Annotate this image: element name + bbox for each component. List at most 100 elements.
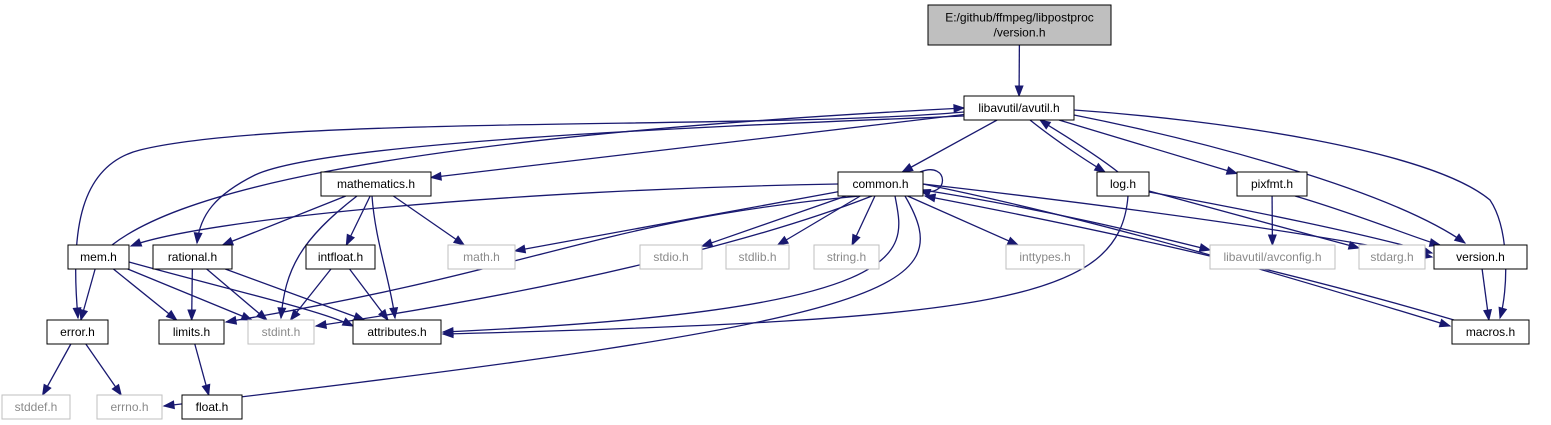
node-string[interactable]: string.h xyxy=(813,244,880,270)
node-box xyxy=(320,171,432,197)
arrow-head xyxy=(513,244,527,254)
node-errno[interactable]: errno.h xyxy=(96,394,163,420)
arrow-head xyxy=(1225,166,1239,175)
arrow-head xyxy=(429,171,442,181)
arrow-head xyxy=(1014,85,1024,98)
edge-mem-to-attributes xyxy=(128,261,355,327)
edge-intfloat-to-attributes xyxy=(349,268,389,322)
node-box xyxy=(1,394,71,420)
edge-common-to-avconfig xyxy=(922,189,1212,252)
arrow-head xyxy=(700,238,714,248)
node-macros[interactable]: macros.h xyxy=(1451,319,1530,345)
arrow-head xyxy=(289,308,301,322)
node-attributes[interactable]: attributes.h xyxy=(352,319,442,345)
node-log[interactable]: log.h xyxy=(1096,171,1150,197)
node-label: inttypes.h xyxy=(1019,250,1070,264)
node-label: stdlib.h xyxy=(738,250,776,264)
node-version_pp[interactable]: E:/github/ffmpeg/libpostproc/version.h xyxy=(927,4,1112,46)
node-label: version.h xyxy=(1456,250,1505,264)
arrow-head xyxy=(1038,119,1052,130)
edge-mathematics-to-rational xyxy=(221,195,347,246)
arrow-head xyxy=(1483,308,1492,322)
edge-common-to-macros xyxy=(922,183,1452,328)
node-label: mem.h xyxy=(80,250,117,264)
arrow-head xyxy=(165,309,178,321)
edge-version_pp-to-avutil xyxy=(1014,44,1024,98)
edge-avutil-to-version xyxy=(1073,114,1467,244)
arrow-head xyxy=(953,104,966,114)
node-label: stdarg.h xyxy=(1370,250,1413,264)
node-box xyxy=(305,244,376,270)
node-mathematics[interactable]: mathematics.h xyxy=(320,171,432,197)
node-mem[interactable]: mem.h xyxy=(67,244,130,270)
node-stdlib[interactable]: stdlib.h xyxy=(725,244,790,270)
arrow-head xyxy=(1267,234,1277,247)
arrow-head xyxy=(1347,240,1361,250)
node-label: log.h xyxy=(1110,177,1136,191)
node-box xyxy=(1096,171,1150,197)
node-label: attributes.h xyxy=(367,325,426,339)
node-label: stddef.h xyxy=(15,400,58,414)
node-label: intfloat.h xyxy=(318,250,363,264)
node-stdarg[interactable]: stdarg.h xyxy=(1358,244,1426,270)
arrow-head xyxy=(345,233,355,247)
node-math[interactable]: math.h xyxy=(447,244,516,270)
edge-avutil-to-error xyxy=(72,111,965,320)
edge-rational-to-attributes xyxy=(224,268,366,321)
node-box xyxy=(181,394,243,420)
node-box xyxy=(447,244,516,270)
node-label: common.h xyxy=(852,177,908,191)
edge-avutil-to-common xyxy=(901,119,998,173)
edge-mem-to-error xyxy=(79,268,96,322)
node-box xyxy=(352,319,442,345)
arrow-head xyxy=(221,236,235,246)
node-error[interactable]: error.h xyxy=(46,319,109,345)
node-common[interactable]: common.h xyxy=(837,171,924,197)
edge-log-to-attributes xyxy=(441,195,1129,339)
node-avutil[interactable]: libavutil/avutil.h xyxy=(963,95,1075,121)
node-label: rational.h xyxy=(168,250,217,264)
arrow-head xyxy=(1198,243,1212,252)
edge-common-to-string xyxy=(851,195,876,247)
node-label: limits.h xyxy=(173,325,210,339)
node-float[interactable]: float.h xyxy=(181,394,243,420)
node-box xyxy=(1209,244,1336,270)
arrow-head xyxy=(776,235,790,246)
arrow-head xyxy=(224,315,238,325)
node-label: libavutil/avutil.h xyxy=(978,101,1059,115)
arrow-head xyxy=(129,238,143,247)
edge-mem-to-limits xyxy=(112,268,178,321)
node-stdio[interactable]: stdio.h xyxy=(639,244,703,270)
edge-mem-to-stdint xyxy=(127,268,254,321)
node-rational[interactable]: rational.h xyxy=(152,244,233,270)
arrow-head xyxy=(1453,233,1467,244)
edge-error-to-stddef xyxy=(41,343,72,397)
node-box xyxy=(1451,319,1530,345)
node-pixfmt[interactable]: pixfmt.h xyxy=(1236,171,1308,197)
arrow-head xyxy=(378,308,389,322)
edge-mathematics-to-attributes xyxy=(371,195,399,320)
edge-common-to-mem xyxy=(129,183,839,247)
node-version[interactable]: version.h xyxy=(1433,244,1528,270)
arrow-head xyxy=(41,383,52,397)
arrow-head xyxy=(389,306,399,320)
node-stdint[interactable]: stdint.h xyxy=(247,319,315,345)
arrow-head xyxy=(162,400,175,410)
arrow-head xyxy=(352,312,366,321)
node-stddef[interactable]: stddef.h xyxy=(1,394,71,420)
node-box xyxy=(1358,244,1426,270)
node-intfloat[interactable]: intfloat.h xyxy=(305,244,376,270)
edge-pixfmt-to-version xyxy=(1294,195,1442,247)
arrow-head xyxy=(441,329,454,339)
arrow-head xyxy=(240,311,254,321)
edge-mathematics-to-intfloat xyxy=(345,195,371,247)
node-limits[interactable]: limits.h xyxy=(158,319,225,345)
edge-avutil-to-pixfmt xyxy=(1058,119,1239,175)
node-avconfig[interactable]: libavutil/avconfig.h xyxy=(1209,244,1336,270)
arrow-head xyxy=(341,317,355,327)
node-label: stdio.h xyxy=(653,250,688,264)
node-label: libavutil/avconfig.h xyxy=(1223,250,1321,264)
edge-intfloat-to-stdint xyxy=(289,268,332,322)
node-inttypes[interactable]: inttypes.h xyxy=(1005,244,1085,270)
node-box xyxy=(247,319,315,345)
